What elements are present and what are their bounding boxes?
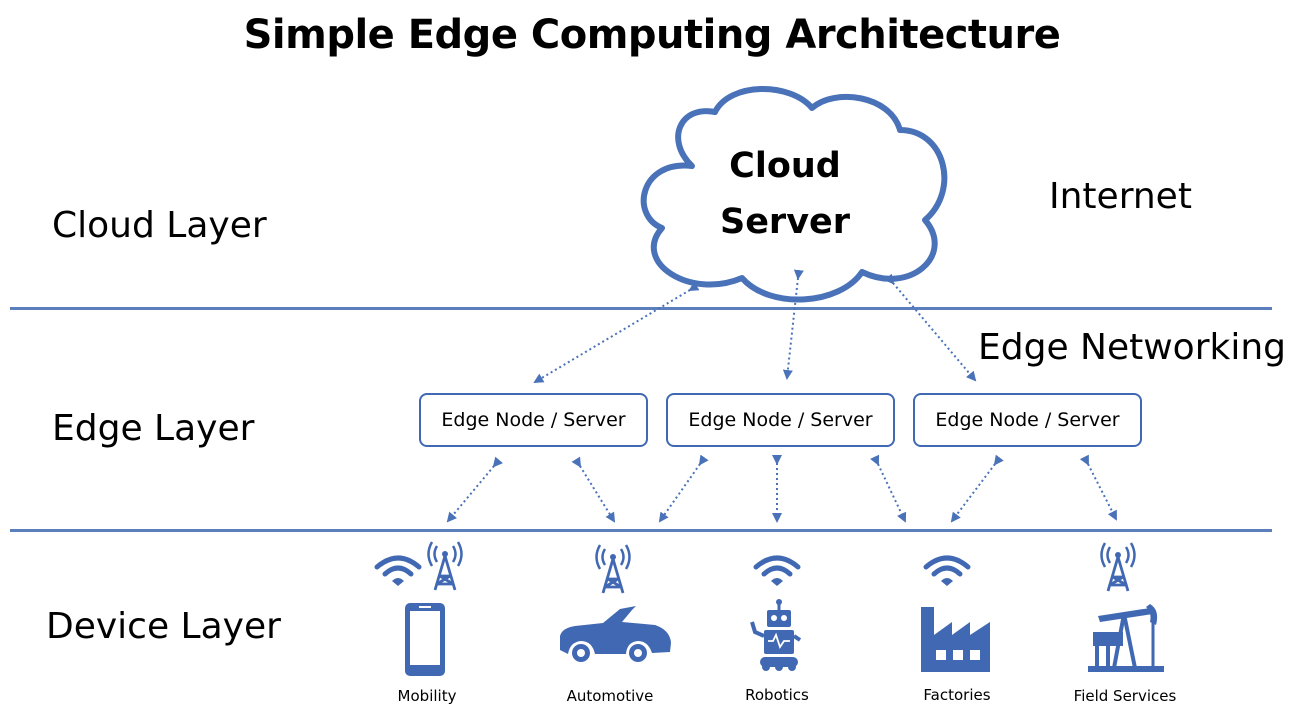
edge-node-1: Edge Node / Server — [419, 393, 648, 447]
device-layer-label: Device Layer — [46, 606, 281, 647]
arrow-edge3-field — [1079, 454, 1117, 521]
cell-tower-icon — [1100, 541, 1136, 593]
internet-label: Internet — [1049, 176, 1192, 217]
cloud-edge-divider — [10, 307, 1272, 310]
smartphone-icon — [405, 603, 445, 676]
cloud-text-line1: Cloud — [729, 146, 841, 186]
edge-networking-label: Edge Networking — [978, 327, 1287, 368]
arrow-cloud-edge-1 — [533, 281, 700, 384]
cloud-text-line2: Server — [719, 202, 851, 242]
cell-tower-icon — [595, 543, 631, 595]
arrow-edge2-automotive — [658, 454, 709, 523]
car-icon — [560, 606, 671, 662]
arrow-edge1-mobility — [446, 456, 503, 523]
arrow-edge1-automotive — [571, 456, 616, 523]
cell-tower-icon — [427, 540, 463, 592]
edge-device-divider — [10, 529, 1272, 532]
arrow-edge3-factories — [950, 454, 1004, 523]
arrow-cloud-edge-3 — [884, 273, 977, 382]
arrow-edge2-factories — [870, 454, 907, 523]
device-label-field-services: Field Services — [1073, 687, 1177, 705]
wifi-icon — [756, 558, 798, 586]
device-label-mobility: Mobility — [397, 687, 457, 705]
arrow-cloud-edge-2 — [782, 269, 804, 380]
cloud-server-text: Cloud Server — [700, 138, 870, 250]
edge-node-2: Edge Node / Server — [666, 393, 895, 447]
oil-pump-icon — [1088, 604, 1164, 672]
device-label-factories: Factories — [923, 686, 991, 704]
edge-layer-label: Edge Layer — [52, 408, 255, 449]
device-label-robotics: Robotics — [745, 686, 809, 704]
factory-icon — [921, 607, 990, 672]
robot-icon — [750, 599, 802, 671]
wifi-icon — [926, 558, 968, 586]
device-label-automotive: Automotive — [566, 687, 654, 705]
cloud-layer-label: Cloud Layer — [52, 205, 267, 246]
diagram-title: Simple Edge Computing Architecture — [243, 12, 1061, 58]
wifi-icon — [377, 558, 419, 586]
edge-node-3: Edge Node / Server — [913, 393, 1142, 447]
